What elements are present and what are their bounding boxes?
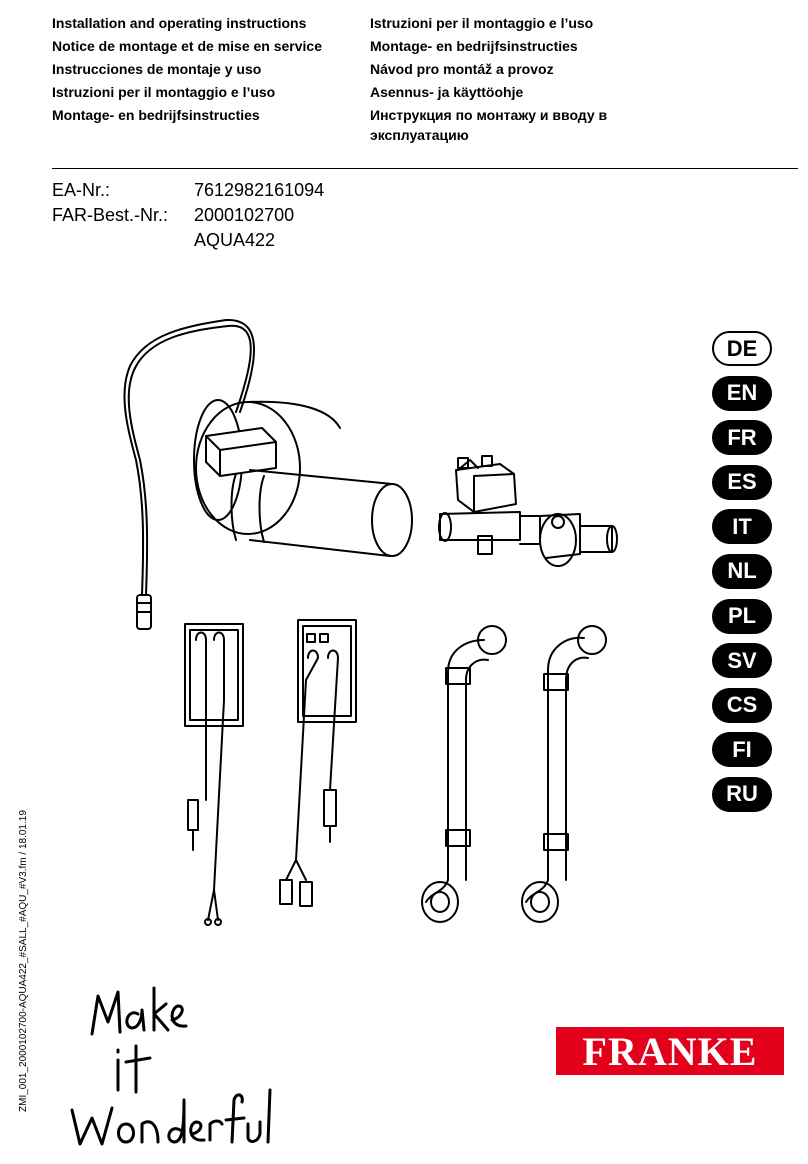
language-tab-pl[interactable]: PL	[712, 598, 772, 634]
power-supply-icon	[279, 619, 357, 907]
language-tab-it[interactable]: IT	[712, 509, 772, 545]
language-tab-sv[interactable]: SV	[712, 643, 772, 679]
far-number: 2000102700	[194, 205, 295, 225]
brand-name: FRANKE	[582, 1028, 758, 1074]
title-cs: Návod pro montáž a provoz	[370, 61, 554, 77]
identifier-values: 7612982161094 2000102700 AQUA422	[194, 178, 324, 253]
model-number: AQUA422	[194, 230, 276, 250]
language-tab-ru[interactable]: RU	[712, 776, 772, 812]
ea-number: 7612982161094	[194, 180, 325, 200]
sensor-unit-icon	[123, 318, 413, 630]
title-ru-cont: эксплуатацию	[370, 127, 469, 143]
title-fr: Notice de montage et de mise en service	[52, 38, 322, 54]
title-fi: Asennus- ja käyttöohje	[370, 84, 524, 100]
ea-label: EA-Nr.:	[52, 180, 111, 200]
language-tab-cs[interactable]: CS	[712, 687, 772, 723]
title-it-2: Istruzioni per il montaggio e l’uso	[370, 15, 594, 31]
title-ru: Инструкция по монтажу и вводу в	[370, 107, 608, 123]
solenoid-valve-icon	[438, 455, 618, 567]
titles-right: Istruzioni per il montaggio e l’uso Mont…	[370, 12, 607, 143]
document-code: ZMI_001_2000102700-AQUA422_#SALL_#AQU_#V…	[18, 810, 29, 1112]
title-nl-2: Montage- en bedrijfsinstructies	[370, 38, 578, 54]
title-nl: Montage- en bedrijfsinstructies	[52, 107, 260, 123]
title-en: Installation and operating instructions	[52, 15, 307, 31]
language-tab-en[interactable]: EN	[712, 375, 772, 411]
franke-logo: FRANKE	[556, 1027, 784, 1075]
titles-left: Installation and operating instructions …	[52, 12, 322, 127]
title-es: Instrucciones de montaje y uso	[52, 61, 262, 77]
language-tab-fr[interactable]: FR	[712, 420, 772, 456]
title-it: Istruzioni per il montaggio e l’uso	[52, 84, 276, 100]
header-divider	[52, 168, 798, 169]
language-tab-nl[interactable]: NL	[712, 553, 772, 589]
identifier-labels: EA-Nr.: FAR-Best.-Nr.:	[52, 178, 168, 228]
far-label: FAR-Best.-Nr.:	[52, 205, 169, 225]
language-tab-fi[interactable]: FI	[712, 732, 772, 768]
language-tab-de[interactable]: DE	[712, 331, 772, 366]
transformer-icon	[184, 623, 244, 926]
language-list: DE EN FR ES IT NL PL SV CS FI RU	[712, 331, 776, 822]
language-tab-es[interactable]: ES	[712, 464, 772, 500]
make-it-wonderful-logo	[70, 986, 272, 1146]
connection-hose-icon	[421, 625, 607, 923]
